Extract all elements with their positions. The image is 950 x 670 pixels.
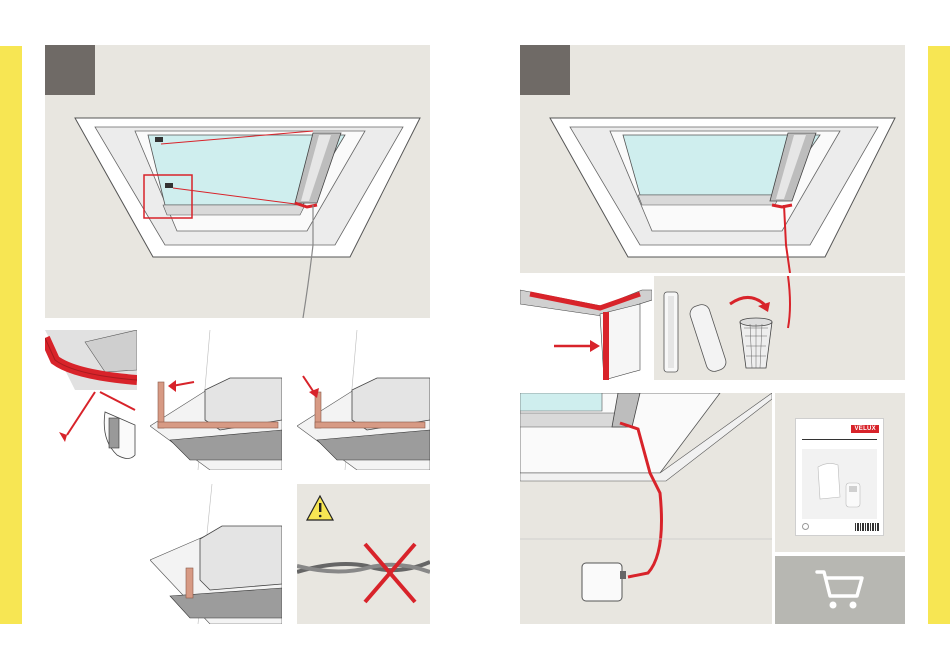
- warning-triangle-icon: [307, 496, 333, 520]
- shopping-cart-icon[interactable]: [815, 568, 865, 612]
- step-marker-right: [520, 45, 570, 95]
- substep-clip-pull: [150, 330, 282, 470]
- instruction-booklet-panel: VELUX: [775, 393, 905, 552]
- warning-panel: [297, 484, 430, 624]
- cable-run-illustration: [520, 393, 772, 624]
- parts-to-bin: [654, 276, 905, 380]
- brand-logo: VELUX: [851, 425, 879, 433]
- product-photo: [802, 449, 877, 519]
- barcode: [855, 523, 879, 531]
- right-main-illustration: [520, 45, 905, 273]
- substep-cable-pull: [45, 330, 137, 470]
- right-edge-stripe: [928, 46, 950, 624]
- substep-clip-press: [297, 330, 430, 470]
- substep-clip-seated: [150, 484, 282, 624]
- left-edge-stripe: [0, 46, 22, 624]
- instruction-booklet: VELUX: [796, 419, 883, 535]
- shop-panel[interactable]: [775, 556, 905, 624]
- detail-cable-channel: [520, 276, 652, 380]
- left-main-illustration: [45, 45, 430, 318]
- control-box: [582, 563, 626, 601]
- step-marker-left: [45, 45, 95, 95]
